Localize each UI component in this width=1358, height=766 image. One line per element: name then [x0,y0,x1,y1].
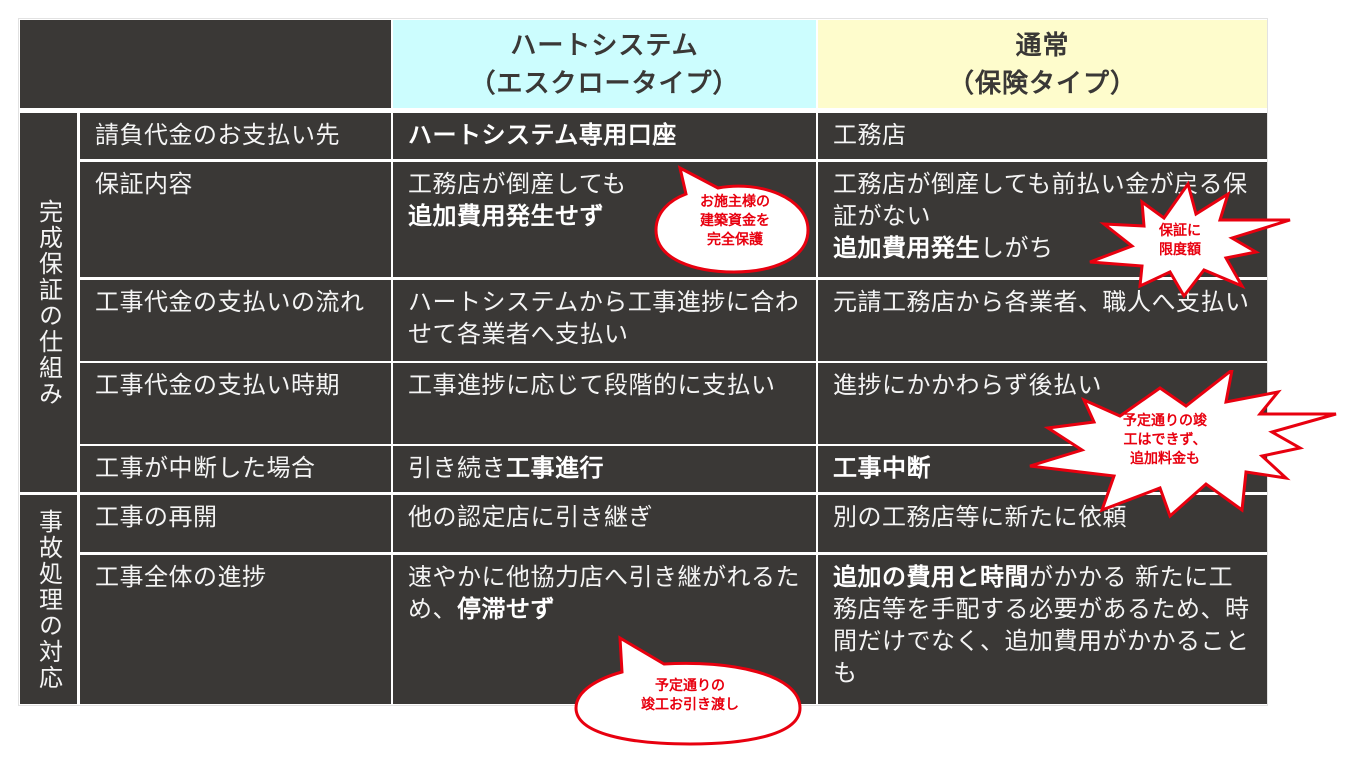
heart-cell: 他の認定店に引き継ぎ [393,495,816,552]
normal-cell: 別の工務店等に新たに依頼 [818,495,1267,552]
callout-not-on-schedule: 予定通りの竣 工はできず、 追加料金も [1123,413,1207,467]
header-normal-title: 通常 [1015,31,1070,61]
heart-cell: 引き続き工事進行 [393,446,816,492]
row-label: 工事が中断した場合 [80,446,391,492]
group-accident-handling: 事故処理の対応 [20,495,77,704]
starburst-icon [1089,180,1291,299]
row-label: 工事の再開 [80,495,391,552]
header-normal: 通常 （保険タイプ） [818,20,1267,108]
callout-on-schedule: 予定通りの 竣工お引き渡し [641,678,739,713]
header-heart-system: ハートシステム （エスクロータイプ） [393,20,816,108]
group-label: 完成保証の仕組み [34,198,63,407]
speech-bubble-icon [574,635,802,746]
row-label: 請負代金のお支払い先 [80,113,391,159]
row-label: 工事全体の進捗 [80,555,391,704]
row-label: 保証内容 [80,162,391,277]
header-blank-cell [20,20,391,108]
callout-guarantee-limit: 保証に 限度額 [1159,223,1201,258]
heart-cell: 工務店が倒産しても追加費用発生せず [393,162,816,277]
starburst-icon [1029,370,1337,519]
normal-cell: 元請工務店から各業者、職人へ支払い [818,280,1267,361]
header-heart-subtitle: （エスクロータイプ） [469,69,740,99]
row-label: 工事代金の支払い時期 [80,363,391,444]
heart-cell: ハートシステム専用口座 [393,113,816,159]
callout-full-protection: お施主様の 建築資金を 完全保護 [700,194,770,248]
heart-cell: 工事進捗に応じて段階的に支払い [393,363,816,444]
row-label: 工事代金の支払いの流れ [80,280,391,361]
speech-bubble-icon [654,165,810,274]
normal-cell: 工務店 [818,113,1267,159]
heart-cell: ハートシステムから工事進捗に合わせて各業者へ支払い [393,280,816,361]
group-completion-guarantee: 完成保証の仕組み [20,113,77,492]
header-heart-title: ハートシステム [510,31,699,61]
group-label: 事故処理の対応 [34,508,63,691]
normal-cell: 追加の費用と時間がかかる 新たに工務店等を手配する必要があるため、時間だけでなく… [818,555,1267,704]
header-normal-subtitle: （保険タイプ） [947,69,1137,99]
